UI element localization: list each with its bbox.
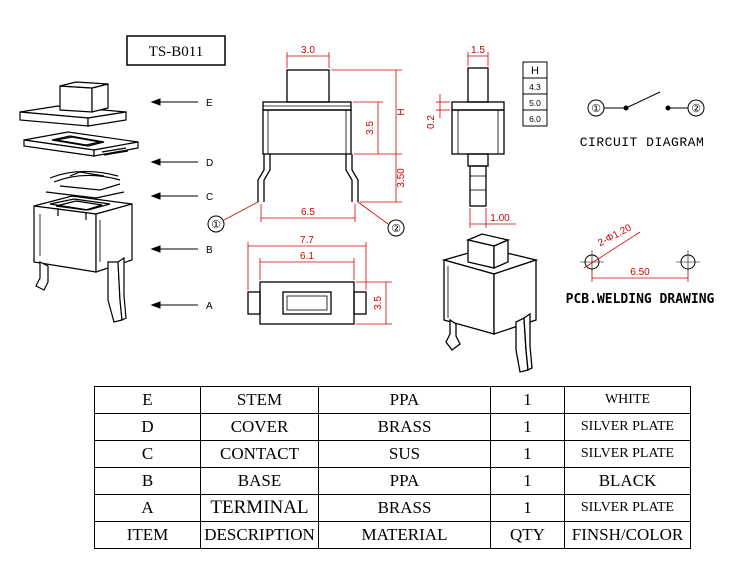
circuit-terminal-1: ①: [591, 103, 601, 115]
dim-top-inner: 6.1: [300, 251, 314, 262]
bom-item: E: [94, 386, 201, 414]
bom-finish: WHITE: [564, 386, 691, 414]
h-table-header: H: [531, 65, 539, 77]
circuit-terminal-2: ②: [691, 103, 701, 115]
bom-row-c: C CONTACT SUS 1 SILVER PLATE: [94, 440, 691, 468]
circuit-diagram: [587, 91, 705, 117]
dim-stem-width: 3.0: [301, 45, 315, 56]
side-view-dimensions: [436, 52, 516, 228]
label-d: D: [206, 158, 213, 169]
bom-item: C: [94, 440, 201, 468]
bom-material: PPA: [318, 386, 491, 414]
dim-pin-span: 6.5: [301, 207, 315, 218]
bom-header-finish: FINSH/COLOR: [564, 521, 691, 549]
part-a-terminal: [35, 256, 127, 323]
front-view-dimensions: [223, 52, 402, 225]
bom-description: BASE: [200, 467, 319, 495]
bom-item: A: [94, 494, 201, 522]
dim-side-stem: 1.5: [471, 45, 485, 56]
part-callouts: [150, 98, 198, 309]
bom-row-b: B BASE PPA 1 BLACK: [94, 467, 691, 495]
h-table-value-3: 6.0: [529, 114, 541, 124]
label-b: B: [206, 245, 213, 256]
bom-material: SUS: [318, 440, 491, 468]
bom-material: PPA: [318, 467, 491, 495]
bom-description: TERMINAL: [200, 494, 319, 522]
side-view: [451, 67, 505, 207]
bom-header-item: ITEM: [94, 521, 201, 549]
label-a: A: [206, 301, 213, 312]
part-e-stem: [19, 81, 127, 127]
dim-pcb-span: 6.50: [630, 267, 650, 278]
bom-qty: 1: [490, 467, 565, 495]
isometric-view: [441, 233, 539, 373]
bom-qty: 1: [490, 386, 565, 414]
dim-top-width: 3.5: [373, 296, 384, 310]
bom-description: STEM: [200, 386, 319, 414]
bom-row-d: D COVER BRASS 1 SILVER PLATE: [94, 413, 691, 441]
pin-1-marker: ①: [211, 219, 221, 231]
dim-top-length: 7.7: [300, 235, 314, 246]
part-d-cover: [23, 131, 139, 157]
exploded-view: [19, 81, 139, 323]
label-c: C: [206, 192, 213, 203]
bom-finish: SILVER PLATE: [564, 413, 691, 441]
part-b-base: [33, 195, 133, 273]
bom-qty: 1: [490, 413, 565, 441]
model-label-box: TS-B011: [126, 35, 226, 66]
pin-markers: ① ②: [207, 215, 405, 237]
front-view: [257, 69, 359, 202]
bom-body: E STEM PPA 1 WHITE D COVER BRASS 1 SILVE…: [94, 386, 691, 549]
top-view-dimensions: [247, 242, 392, 325]
bom-item: B: [94, 467, 201, 495]
bom-qty: 1: [490, 494, 565, 522]
part-c-contact: [45, 170, 125, 199]
bom-row-a: A TERMINAL BRASS 1 SILVER PLATE: [94, 494, 691, 522]
model-number: TS-B011: [149, 44, 203, 60]
bom-material: BRASS: [318, 413, 491, 441]
dim-side-gap: 0.2: [426, 115, 437, 129]
pin-2-marker: ②: [391, 223, 401, 235]
h-table-value-2: 5.0: [529, 98, 541, 108]
h-table-value-1: 4.3: [529, 82, 541, 92]
bom-qty: 1: [490, 440, 565, 468]
bom-finish: BLACK: [564, 467, 691, 495]
h-value-table: [522, 61, 548, 127]
dim-h: H: [396, 108, 407, 115]
bom-finish: SILVER PLATE: [564, 494, 691, 522]
bom-table: E STEM PPA 1 WHITE D COVER BRASS 1 SILVE…: [94, 386, 691, 549]
top-view: [247, 281, 367, 325]
bom-finish: SILVER PLATE: [564, 440, 691, 468]
circuit-caption: CIRCUIT DIAGRAM: [580, 135, 705, 150]
bom-row-e: E STEM PPA 1 WHITE: [94, 386, 691, 414]
bom-header-qty: QTY: [490, 521, 565, 549]
bom-header-row: ITEM DESCRIPTION MATERIAL QTY FINSH/COLO…: [94, 521, 691, 549]
bom-description: COVER: [200, 413, 319, 441]
dim-side-pin: 1.00: [490, 213, 510, 224]
bom-header-material: MATERIAL: [318, 521, 491, 549]
dim-body-height: 3.5: [365, 121, 376, 135]
dim-leg-length: 3.50: [396, 168, 407, 188]
dim-hole: 2-Φ1.20: [596, 222, 634, 249]
pcb-caption: PCB.WELDING DRAWING: [566, 292, 715, 307]
bom-description: CONTACT: [200, 440, 319, 468]
pcb-dimensions: [583, 231, 689, 282]
bom-material: BRASS: [318, 494, 491, 522]
label-e: E: [206, 98, 213, 109]
bom-item: D: [94, 413, 201, 441]
bom-header-description: DESCRIPTION: [200, 521, 319, 549]
